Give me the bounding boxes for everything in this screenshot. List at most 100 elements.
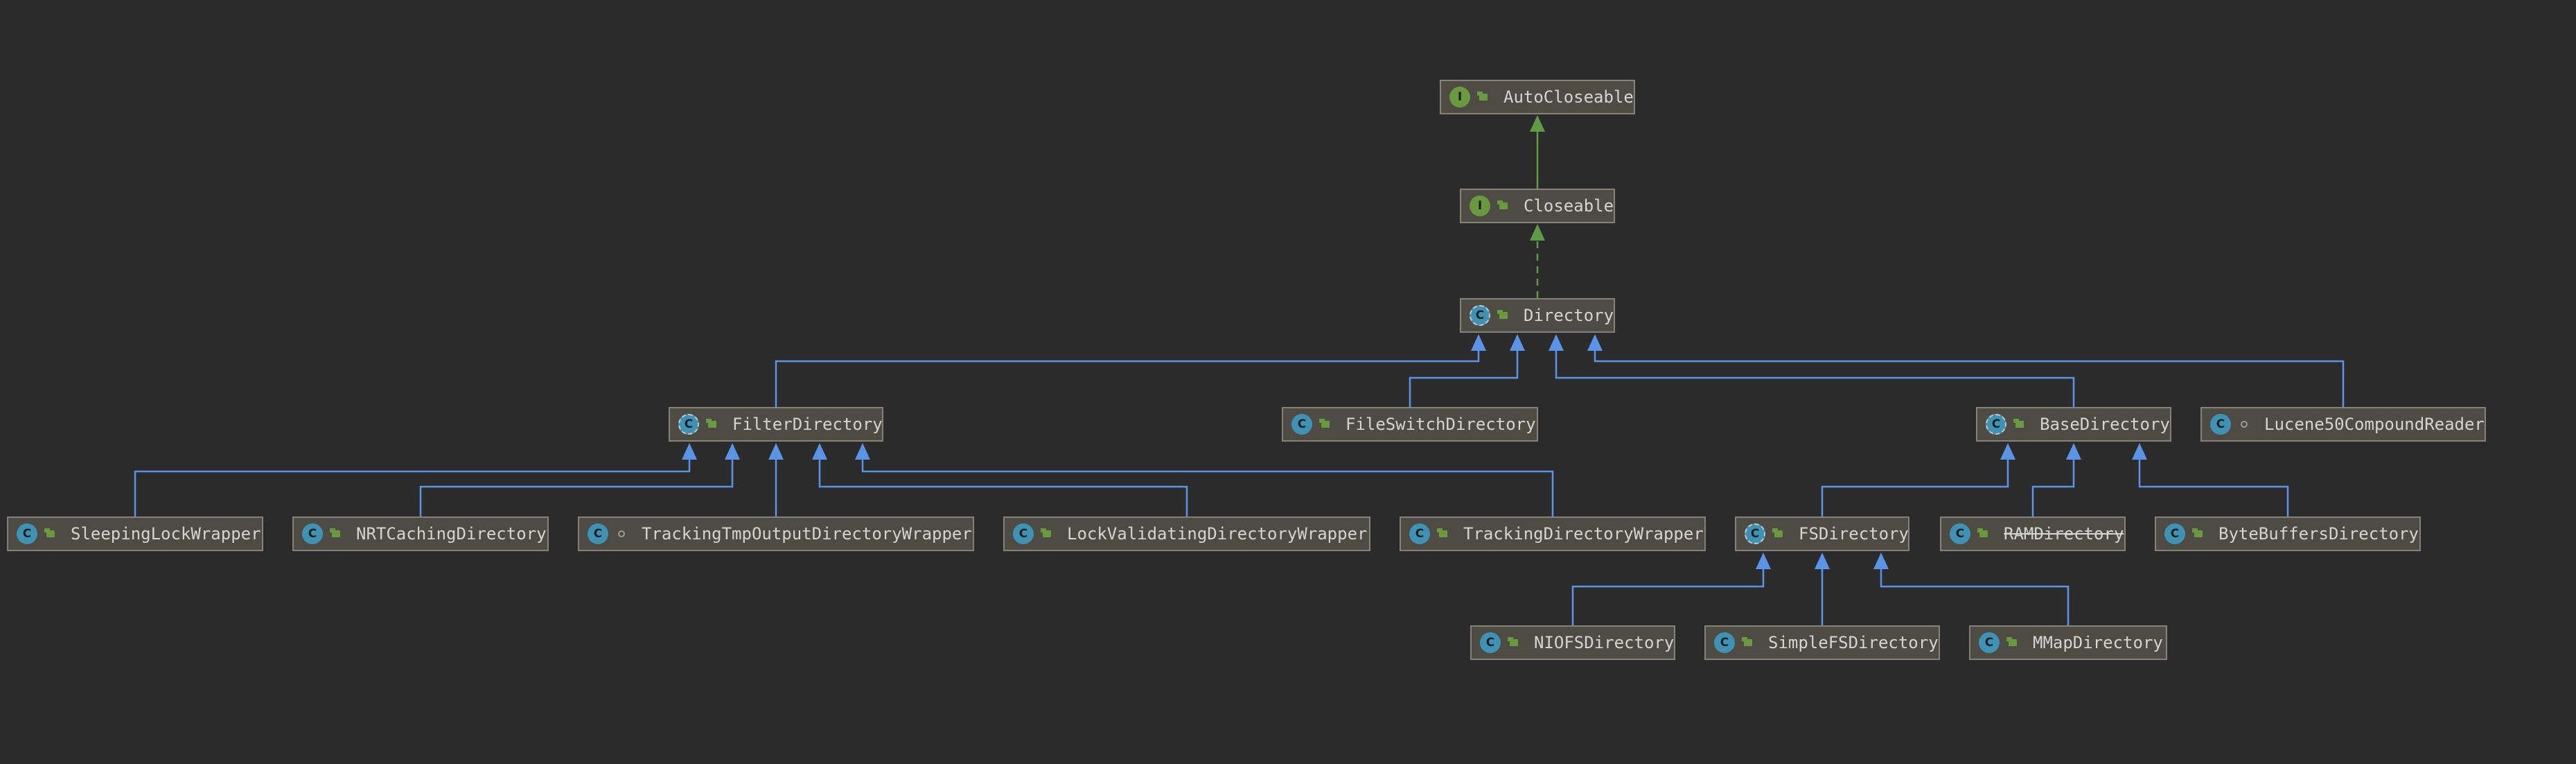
edge-filterdirectory-to-directory xyxy=(775,350,1480,407)
public-icon xyxy=(2005,636,2020,650)
class-icon: C xyxy=(1950,523,1970,544)
class-icon: C xyxy=(302,523,323,544)
class-icon: C xyxy=(1714,632,1735,653)
interface-icon: I xyxy=(1449,87,1470,107)
arrowhead-directory-1 xyxy=(1471,334,1486,351)
edge-trackingdirectorywrapper-to-filterdirectory xyxy=(861,459,1554,516)
class-icon: C xyxy=(1409,523,1430,544)
node-label: NIOFSDirectory xyxy=(1534,633,1675,652)
arrowhead-closeable xyxy=(1530,224,1545,241)
node-basedirectory[interactable]: C BaseDirectory xyxy=(1976,407,2171,442)
edge-nrtcachingdirectory-to-filterdirectory xyxy=(419,459,734,516)
node-label: Lucene50CompoundReader xyxy=(2264,415,2485,434)
public-icon xyxy=(1976,527,1991,541)
public-icon xyxy=(43,527,58,541)
arrowhead-fsdirectory-3 xyxy=(1873,553,1889,569)
class-icon: C xyxy=(588,523,608,544)
arrowhead-basedirectory-1 xyxy=(2000,443,2015,460)
node-autocloseable[interactable]: I AutoCloseable xyxy=(1440,80,1635,114)
node-label: AutoCloseable xyxy=(1503,87,1634,107)
arrowhead-filterdirectory-2 xyxy=(725,443,740,460)
node-trackingtmpoutputdirectorywrapper[interactable]: C TrackingTmpOutputDirectoryWrapper xyxy=(578,516,974,551)
public-icon xyxy=(1496,309,1511,322)
node-label: ByteBuffersDirectory xyxy=(2218,524,2419,544)
edge-mmapdirectory-to-fsdirectory xyxy=(1880,568,2070,625)
node-label: FSDirectory xyxy=(1799,524,1909,544)
node-label: SimpleFSDirectory xyxy=(1768,633,1939,652)
node-lucene50compoundreader[interactable]: C Lucene50CompoundReader xyxy=(2200,407,2486,442)
node-label: TrackingDirectoryWrapper xyxy=(1463,524,1704,544)
edge-niofsdirectory-to-fsdirectory xyxy=(1571,568,1765,625)
edge-bytebuffersdirectory-to-basedirectory xyxy=(2138,459,2289,516)
package-private-icon xyxy=(2237,417,2252,431)
arrowhead-filterdirectory-1 xyxy=(682,443,697,460)
arrowhead-autocloseable xyxy=(1530,115,1545,132)
public-icon xyxy=(1740,636,1756,650)
node-label: RAMDirectory xyxy=(2004,524,2124,544)
arrowhead-filterdirectory-3 xyxy=(768,443,784,460)
class-icon: C xyxy=(2210,414,2231,435)
edge-lockvalidatingdirectorywrapper-to-filterdirectory xyxy=(818,459,1188,516)
interface-icon: I xyxy=(1470,196,1490,216)
class-icon: C xyxy=(1291,414,1312,435)
arrowhead-filterdirectory-5 xyxy=(855,443,870,460)
arrowhead-directory-4 xyxy=(1587,334,1603,351)
public-icon xyxy=(1039,527,1055,541)
node-ramdirectory[interactable]: C RAMDirectory xyxy=(1940,516,2126,551)
node-lockvalidatingdirectorywrapper[interactable]: C LockValidatingDirectoryWrapper xyxy=(1003,516,1370,551)
public-icon xyxy=(1436,527,1451,541)
node-label: MMapDirectory xyxy=(2033,633,2163,652)
node-closeable[interactable]: I Closeable xyxy=(1460,189,1615,223)
edge-ramdirectory-to-basedirectory xyxy=(2031,459,2075,516)
arrowhead-fsdirectory-1 xyxy=(1756,553,1771,569)
arrowhead-filterdirectory-4 xyxy=(812,443,827,460)
class-icon: C xyxy=(1013,523,1034,544)
edge-fsdirectory-to-basedirectory xyxy=(1821,459,2009,516)
node-label: Closeable xyxy=(1524,196,1614,216)
abstract-class-icon: C xyxy=(1986,414,2006,435)
node-label: FileSwitchDirectory xyxy=(1346,415,1536,434)
node-label: LockValidatingDirectoryWrapper xyxy=(1067,524,1368,544)
node-directory[interactable]: C Directory xyxy=(1460,298,1615,333)
node-trackingdirectorywrapper[interactable]: C TrackingDirectoryWrapper xyxy=(1400,516,1706,551)
node-bytebuffersdirectory[interactable]: C ByteBuffersDirectory xyxy=(2155,516,2421,551)
node-filterdirectory[interactable]: C FilterDirectory xyxy=(669,407,883,442)
class-icon: C xyxy=(2164,523,2185,544)
class-icon: C xyxy=(17,523,37,544)
arrowhead-basedirectory-3 xyxy=(2132,443,2147,460)
abstract-class-icon: C xyxy=(678,414,699,435)
arrowhead-directory-3 xyxy=(1549,334,1564,351)
node-label: BaseDirectory xyxy=(2040,415,2170,434)
node-label: Directory xyxy=(1524,306,1614,325)
abstract-class-icon: C xyxy=(1470,305,1490,326)
arrowhead-fsdirectory-2 xyxy=(1815,553,1830,569)
arrowhead-basedirectory-2 xyxy=(2066,443,2081,460)
public-icon xyxy=(328,527,344,541)
abstract-class-icon: C xyxy=(1745,523,1765,544)
node-nrtcachingdirectory[interactable]: C NRTCachingDirectory xyxy=(292,516,549,551)
public-icon xyxy=(2012,417,2027,431)
edge-fileswitchdirectory-to-directory xyxy=(1409,350,1519,407)
class-icon: C xyxy=(1979,632,2000,653)
public-icon xyxy=(1496,199,1511,213)
public-icon xyxy=(705,417,720,431)
edge-sleepinglockwrapper-to-filterdirectory xyxy=(134,459,691,516)
node-fsdirectory[interactable]: C FSDirectory xyxy=(1735,516,1909,551)
node-label: NRTCachingDirectory xyxy=(356,524,547,544)
public-icon xyxy=(1506,636,1521,650)
public-icon xyxy=(2191,527,2206,541)
arrowhead-directory-2 xyxy=(1510,334,1525,351)
public-icon xyxy=(1771,527,1786,541)
node-sleepinglockwrapper[interactable]: C SleepingLockWrapper xyxy=(7,516,263,551)
node-label: TrackingTmpOutputDirectoryWrapper xyxy=(642,524,972,544)
node-label: SleepingLockWrapper xyxy=(71,524,261,544)
node-label: FilterDirectory xyxy=(732,415,883,434)
node-mmapdirectory[interactable]: C MMapDirectory xyxy=(1969,625,2167,660)
package-private-icon xyxy=(614,527,629,541)
class-icon: C xyxy=(1480,632,1501,653)
public-icon xyxy=(1476,90,1491,104)
node-niofsdirectory[interactable]: C NIOFSDirectory xyxy=(1470,625,1675,660)
node-simplefsdirectory[interactable]: C SimpleFSDirectory xyxy=(1704,625,1940,660)
node-fileswitchdirectory[interactable]: C FileSwitchDirectory xyxy=(1282,407,1538,442)
